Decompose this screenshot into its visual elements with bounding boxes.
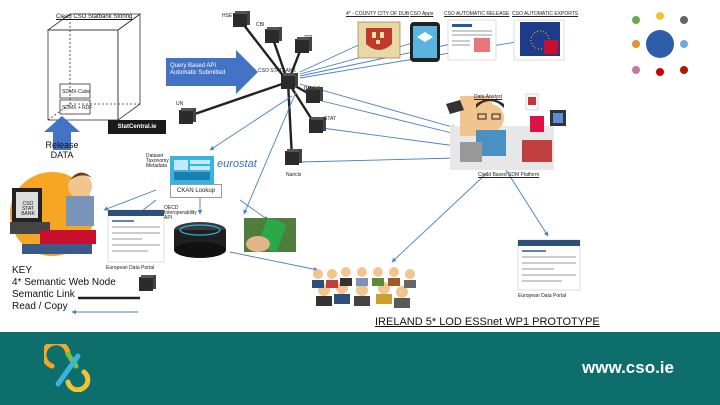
node-un (179, 108, 196, 124)
footer-url-link[interactable]: www.cso.ie (582, 358, 674, 377)
smart-speaker-icon (174, 222, 226, 258)
statbank-cube (46, 13, 142, 121)
top-label-release: CSO AUTOMATIC RELEASE (444, 11, 510, 17)
taxonomy-label: Dataset Taxonomy Metadata (146, 153, 169, 169)
cso-release-page-icon (447, 19, 497, 61)
top-label-exports: CSO AUTOMATIC EXPORTS (512, 11, 579, 17)
statcentral-logo: StatCentral.ie (108, 120, 166, 134)
brexit-page-icon (513, 19, 565, 61)
node-label-hub: CSO STATBANK (258, 68, 296, 74)
eurostat-screen-icon (170, 156, 214, 184)
node-label-unknown: ??? (304, 35, 313, 41)
node-label-un: UN (176, 101, 184, 107)
computer-screen-label: CSO STAT BANK (21, 201, 35, 217)
cube-label-1: SDMX-Cube (62, 89, 91, 95)
top-label-dublin: 4* - COUNTY CITY OF DUB (346, 11, 410, 17)
node-cbi (265, 27, 282, 43)
node-key (139, 275, 156, 291)
ess-network-icon (632, 12, 688, 76)
cso-logo-icon (44, 344, 91, 392)
node-label-naricls: Naricls (286, 172, 302, 178)
cloud-platform-label: Cloud Based SDM Platform (478, 172, 540, 178)
diagram-graphics (10, 11, 688, 315)
node-label-imdec: IMDEC (304, 86, 321, 92)
node-label-hse: HSE (222, 13, 233, 19)
dublin-crest-icon (357, 21, 401, 59)
query-api-label: Query Based API Automatic Submitted (166, 60, 238, 84)
cube-label-2: SDMX + RDF (62, 105, 93, 111)
user-at-computer-figure (10, 172, 96, 256)
key-title: KEY (12, 265, 33, 276)
european-data-portal-left (107, 209, 165, 263)
portal-right-label: European Data Portal (518, 293, 567, 299)
node-naricls (285, 149, 302, 165)
people-crowd (312, 267, 416, 308)
eurostat-logo: eurostat (217, 158, 257, 170)
ckan-lookup-box: CKAN Lookup (170, 184, 222, 198)
oecd-label: OECD Interoperability API (164, 205, 197, 221)
cso-app-icon (410, 22, 440, 62)
key-item-node: 4* Semantic Web Node (12, 277, 116, 288)
node-label-stat: STAT (324, 116, 337, 122)
read-copy-links (103, 35, 549, 272)
prototype-title: IRELAND 5* LOD ESSnet WP1 PROTOTYPE (375, 316, 600, 328)
node-hse (233, 11, 250, 27)
portal-left-label: European Data Portal (106, 265, 155, 271)
phone-in-hand-icon (244, 218, 296, 252)
diagram-canvas: Cleari CSO Statbank Storing SDMX-Cube SD… (10, 11, 688, 328)
release-arrow (44, 116, 80, 150)
node-label-cbi: CBI (256, 22, 265, 28)
footer-bar: www.cso.ie (0, 332, 720, 405)
node-hub (281, 73, 298, 89)
legend-key: KEY 4* Semantic Web Node Semantic Link R… (12, 265, 116, 313)
european-data-portal-right (517, 239, 581, 291)
key-item-semantic: Semantic Link (12, 289, 75, 300)
data-analyst-label: Data Analyst (474, 94, 503, 100)
top-label-apps: CSO Apps (410, 11, 434, 17)
release-data-label: Release DATA (45, 140, 79, 160)
data-analyst-figure (450, 96, 566, 170)
cube-title: Cleari CSO Statbank Storing (56, 14, 133, 20)
key-item-read: Read / Copy (12, 301, 68, 312)
